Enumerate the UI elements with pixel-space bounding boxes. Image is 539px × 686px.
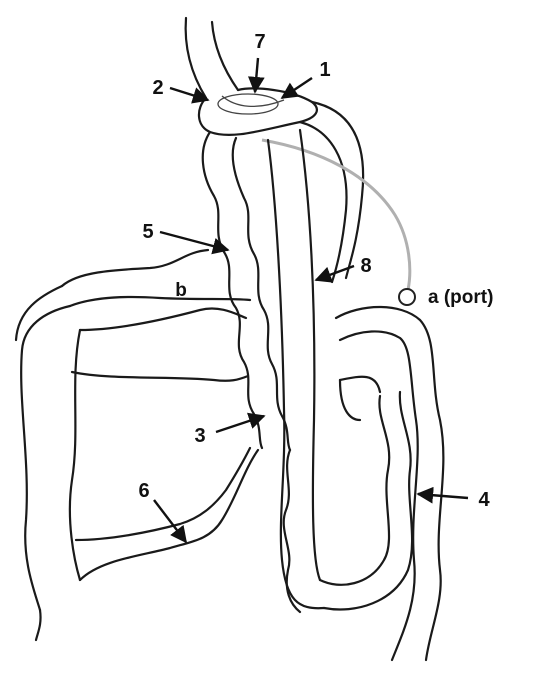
label-6: 6 <box>138 480 149 502</box>
label-7: 7 <box>254 31 265 53</box>
esophagus <box>186 18 238 98</box>
arrow-6 <box>154 500 186 542</box>
colon-left <box>16 250 258 640</box>
arrow-4 <box>418 494 468 498</box>
label-2: 2 <box>152 77 163 99</box>
label-3: 3 <box>194 425 205 447</box>
label-a-port: a (port) <box>428 287 493 308</box>
biliopancreatic-limb <box>268 130 412 609</box>
gastric-pouch <box>199 89 317 135</box>
remnant-stomach <box>300 102 363 282</box>
label-4: 4 <box>478 489 490 511</box>
label-5: 5 <box>142 221 153 243</box>
roux-limb <box>203 132 290 450</box>
port-tubing <box>262 140 415 305</box>
port-circle <box>399 289 415 305</box>
arrow-7 <box>255 58 258 92</box>
label-8: 8 <box>360 255 371 277</box>
label-b: b <box>175 280 187 301</box>
label-1: 1 <box>319 59 330 81</box>
small-bowel-coil <box>284 450 300 612</box>
colon-right <box>336 307 443 660</box>
